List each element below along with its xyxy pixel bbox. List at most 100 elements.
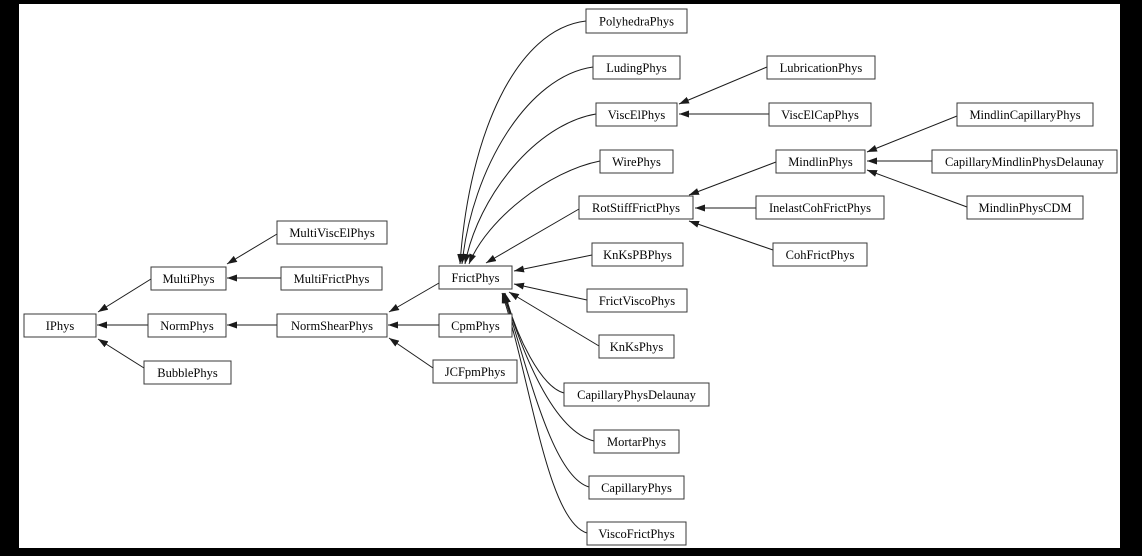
node-box-capillaryphys[interactable] xyxy=(588,475,685,500)
node-box-normshearphys[interactable] xyxy=(276,313,388,338)
node-mindlincapillaryphys[interactable]: MindlinCapillaryPhys xyxy=(956,102,1094,127)
node-label-multifrictphys: MultiFrictPhys xyxy=(294,272,370,286)
node-box-lubricationphys[interactable] xyxy=(766,55,876,80)
node-cohfrictphys[interactable]: CohFrictPhys xyxy=(772,242,868,267)
node-box-rotstifffrictphys[interactable] xyxy=(578,195,694,220)
node-box-frictviscophys[interactable] xyxy=(586,288,688,313)
node-capillarymindlinphysdelaunay[interactable]: CapillaryMindlinPhysDelaunay xyxy=(931,149,1118,174)
edge-lubricationphys-to-viscelphys xyxy=(678,66,768,105)
node-box-wirephys[interactable] xyxy=(599,149,674,174)
node-lubricationphys[interactable]: LubricationPhys xyxy=(766,55,876,80)
node-label-frictphys: FrictPhys xyxy=(452,271,500,285)
node-label-mindlincapillaryphys: MindlinCapillaryPhys xyxy=(969,108,1080,122)
node-label-capillaryphys: CapillaryPhys xyxy=(601,481,672,495)
node-mindlinphyscdm[interactable]: MindlinPhysCDM xyxy=(966,195,1084,220)
node-box-cohfrictphys[interactable] xyxy=(772,242,868,267)
edge-viscofrictphys-to-frictphys xyxy=(501,292,588,534)
node-label-rotstifffrictphys: RotStiffFrictPhys xyxy=(592,201,680,215)
node-label-lubricationphys: LubricationPhys xyxy=(780,61,863,75)
edge-frictphys-to-normshearphys xyxy=(388,282,440,313)
node-box-viscofrictphys[interactable] xyxy=(586,521,687,546)
node-box-multifrictphys[interactable] xyxy=(280,266,383,291)
node-box-mindlinphyscdm[interactable] xyxy=(966,195,1084,220)
node-bubblephys[interactable]: BubblePhys xyxy=(143,360,232,385)
edge-mindlincapillaryphys-to-mindlinphys xyxy=(866,115,958,153)
edge-knksphys-to-frictphys xyxy=(508,291,600,347)
node-box-inelastcohfrictphys[interactable] xyxy=(755,195,885,220)
edge-rotstifffrictphys-to-frictphys xyxy=(485,208,580,264)
node-label-viscofrictphys: ViscoFrictPhys xyxy=(598,527,674,541)
node-box-capillarymindlinphysdelaunay[interactable] xyxy=(931,149,1118,174)
node-box-multiviscelphys[interactable] xyxy=(276,220,388,245)
node-box-frictphys[interactable] xyxy=(438,265,513,290)
edge-mindlinphyscdm-to-mindlinphys xyxy=(866,169,968,208)
edge-cohfrictphys-to-rotstifffrictphys xyxy=(688,220,774,251)
node-multifrictphys[interactable]: MultiFrictPhys xyxy=(280,266,383,291)
node-mindlinphys[interactable]: MindlinPhys xyxy=(775,149,866,174)
node-knksphys[interactable]: KnKsPhys xyxy=(598,334,675,359)
node-viscelcapphys[interactable]: ViscElCapPhys xyxy=(768,102,872,127)
node-box-iphys[interactable] xyxy=(23,313,97,338)
node-viscelphys[interactable]: ViscElPhys xyxy=(595,102,678,127)
edge-frictviscophys-to-frictphys xyxy=(513,282,588,301)
node-inelastcohfrictphys[interactable]: InelastCohFrictPhys xyxy=(755,195,885,220)
node-box-capillaryphysdelaunay[interactable] xyxy=(563,382,710,407)
node-label-knkspbphys: KnKsPBPhys xyxy=(603,248,672,262)
node-multiphys[interactable]: MultiPhys xyxy=(150,266,227,291)
edge-polyhedraphys-to-frictphys xyxy=(457,20,587,265)
edge-viscelphys-to-frictphys xyxy=(463,113,597,265)
edge-wirephys-to-frictphys xyxy=(468,160,601,265)
node-label-iphys: IPhys xyxy=(46,319,75,333)
node-label-viscelphys: ViscElPhys xyxy=(608,108,666,122)
node-box-viscelphys[interactable] xyxy=(595,102,678,127)
node-label-cohfrictphys: CohFrictPhys xyxy=(786,248,855,262)
node-box-viscelcapphys[interactable] xyxy=(768,102,872,127)
node-viscofrictphys[interactable]: ViscoFrictPhys xyxy=(586,521,687,546)
node-box-cpmphys[interactable] xyxy=(438,313,513,338)
node-ludingphys[interactable]: LudingPhys xyxy=(592,55,681,80)
edge-multiphys-to-iphys xyxy=(97,278,152,313)
node-jcfpmphys[interactable]: JCFpmPhys xyxy=(432,359,518,384)
node-box-bubblephys[interactable] xyxy=(143,360,232,385)
node-polyhedraphys[interactable]: PolyhedraPhys xyxy=(585,8,688,34)
node-rotstifffrictphys[interactable]: RotStiffFrictPhys xyxy=(578,195,694,220)
node-box-mindlinphys[interactable] xyxy=(775,149,866,174)
node-label-ludingphys: LudingPhys xyxy=(606,61,667,75)
node-knkspbphys[interactable]: KnKsPBPhys xyxy=(591,242,684,267)
node-label-multiphys: MultiPhys xyxy=(162,272,214,286)
edge-mindlinphys-to-rotstifffrictphys xyxy=(688,161,777,196)
node-cpmphys[interactable]: CpmPhys xyxy=(438,313,513,338)
node-mortarphys[interactable]: MortarPhys xyxy=(593,429,680,454)
node-label-polyhedraphys: PolyhedraPhys xyxy=(599,15,674,29)
edge-bubblephys-to-iphys xyxy=(97,338,145,369)
node-capillaryphys[interactable]: CapillaryPhys xyxy=(588,475,685,500)
node-box-multiphys[interactable] xyxy=(150,266,227,291)
node-normshearphys[interactable]: NormShearPhys xyxy=(276,313,388,338)
edge-capillaryphysdelaunay-to-frictphys xyxy=(504,292,565,394)
node-capillaryphysdelaunay[interactable]: CapillaryPhysDelaunay xyxy=(563,382,710,407)
node-frictphys[interactable]: FrictPhys xyxy=(438,265,513,290)
node-box-jcfpmphys[interactable] xyxy=(432,359,518,384)
node-label-multiviscelphys: MultiViscElPhys xyxy=(289,226,375,240)
edge-knkspbphys-to-frictphys xyxy=(513,254,593,273)
node-label-normphys: NormPhys xyxy=(160,319,214,333)
node-box-ludingphys[interactable] xyxy=(592,55,681,80)
node-label-viscelcapphys: ViscElCapPhys xyxy=(781,108,859,122)
node-normphys[interactable]: NormPhys xyxy=(147,313,227,338)
node-label-capillaryphysdelaunay: CapillaryPhysDelaunay xyxy=(577,388,696,402)
node-box-polyhedraphys[interactable] xyxy=(585,8,688,34)
node-box-mindlincapillaryphys[interactable] xyxy=(956,102,1094,127)
node-iphys[interactable]: IPhys xyxy=(23,313,97,338)
node-multiviscelphys[interactable]: MultiViscElPhys xyxy=(276,220,388,245)
node-box-mortarphys[interactable] xyxy=(593,429,680,454)
node-label-bubblephys: BubblePhys xyxy=(157,366,218,380)
node-box-knkspbphys[interactable] xyxy=(591,242,684,267)
node-frictviscophys[interactable]: FrictViscoPhys xyxy=(586,288,688,313)
node-box-knksphys[interactable] xyxy=(598,334,675,359)
node-label-wirephys: WirePhys xyxy=(612,155,661,169)
node-box-normphys[interactable] xyxy=(147,313,227,338)
node-label-mortarphys: MortarPhys xyxy=(607,435,666,449)
node-wirephys[interactable]: WirePhys xyxy=(599,149,674,174)
